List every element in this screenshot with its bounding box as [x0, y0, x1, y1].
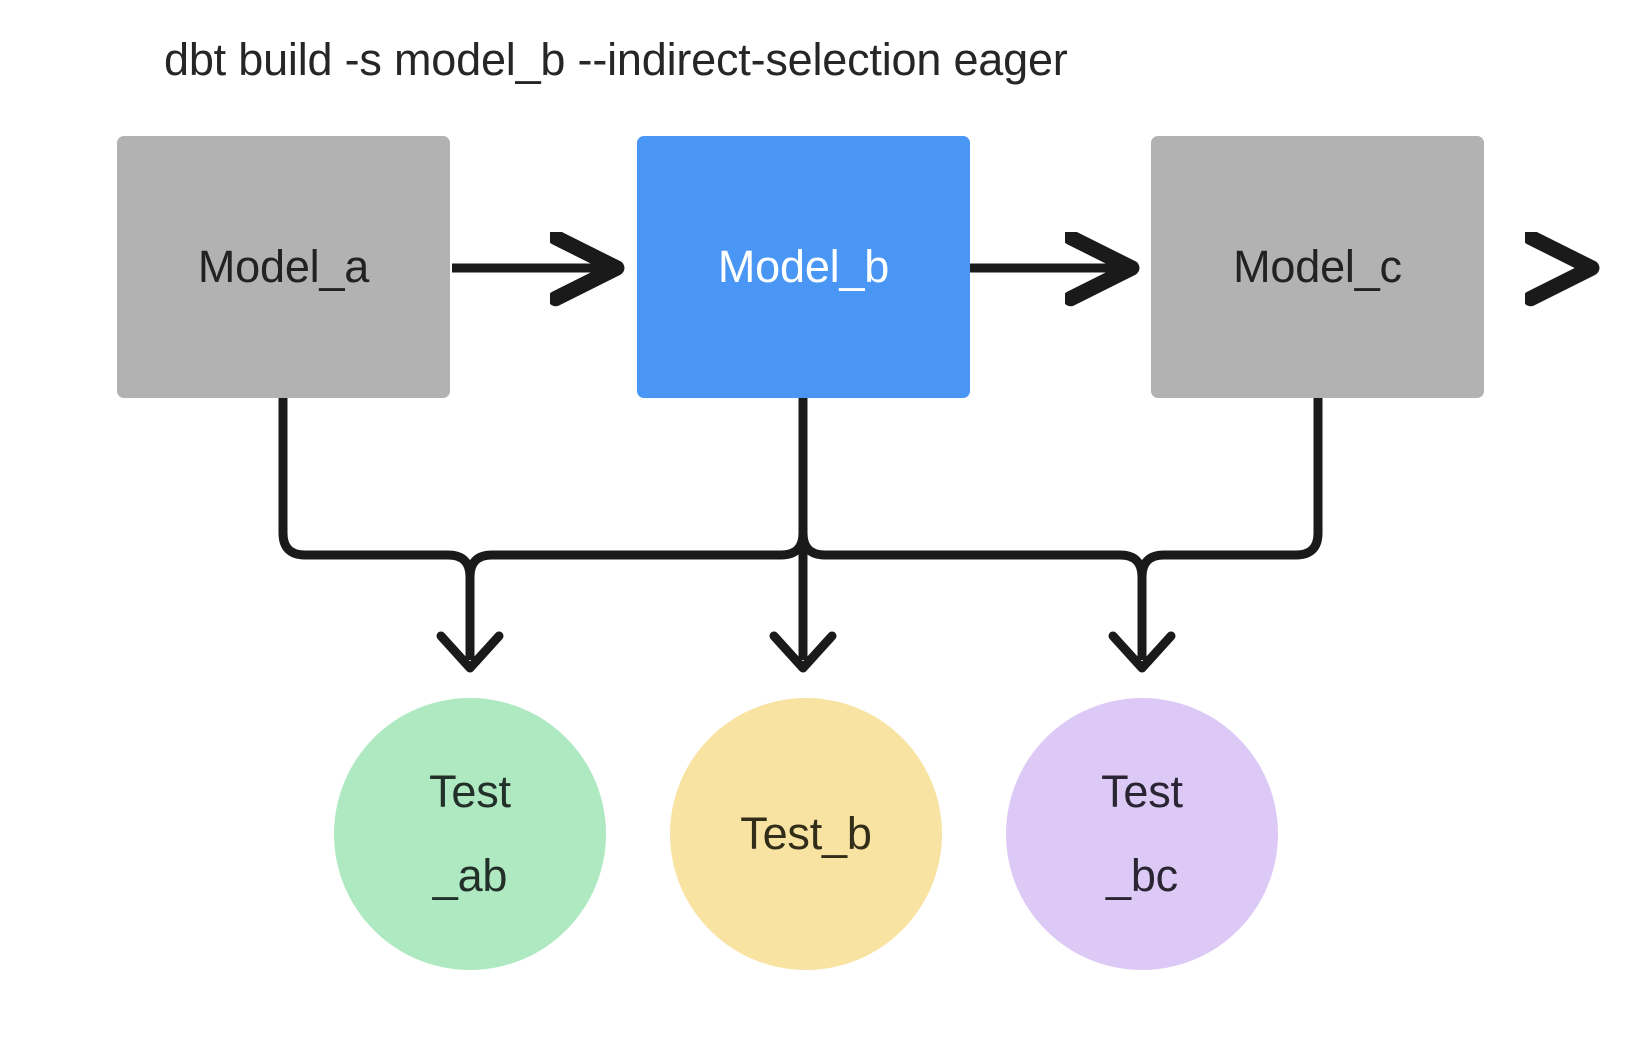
connector-model-b-to-test-bc: [798, 398, 1147, 660]
node-test-bc-label: Test _bc: [1101, 766, 1183, 901]
arrowhead-test-bc: [1108, 631, 1176, 673]
node-test-b[interactable]: Test_b: [670, 698, 942, 970]
node-model-c[interactable]: Model_c: [1151, 136, 1484, 398]
node-test-bc[interactable]: Test _bc: [1006, 698, 1278, 970]
connector-model-a-to-test-ab: [278, 398, 475, 660]
node-model-b[interactable]: Model_b: [637, 136, 970, 398]
arrowhead-test-ab: [436, 631, 504, 673]
diagram-title: dbt build -s model_b --indirect-selectio…: [164, 34, 1068, 85]
node-test-ab-label: Test _ab: [429, 766, 511, 901]
node-model-c-label: Model_c: [1233, 241, 1402, 292]
node-model-b-label: Model_b: [717, 241, 890, 292]
node-model-a[interactable]: Model_a: [117, 136, 450, 398]
connector-model-c-to-test-bc: [1137, 398, 1323, 578]
arrowhead-test-b: [769, 631, 837, 673]
connector-model-b-to-test-ab: [465, 398, 808, 578]
node-model-a-label: Model_a: [197, 241, 370, 292]
node-test-b-label: Test_b: [740, 808, 872, 859]
node-test-ab[interactable]: Test _ab: [334, 698, 606, 970]
